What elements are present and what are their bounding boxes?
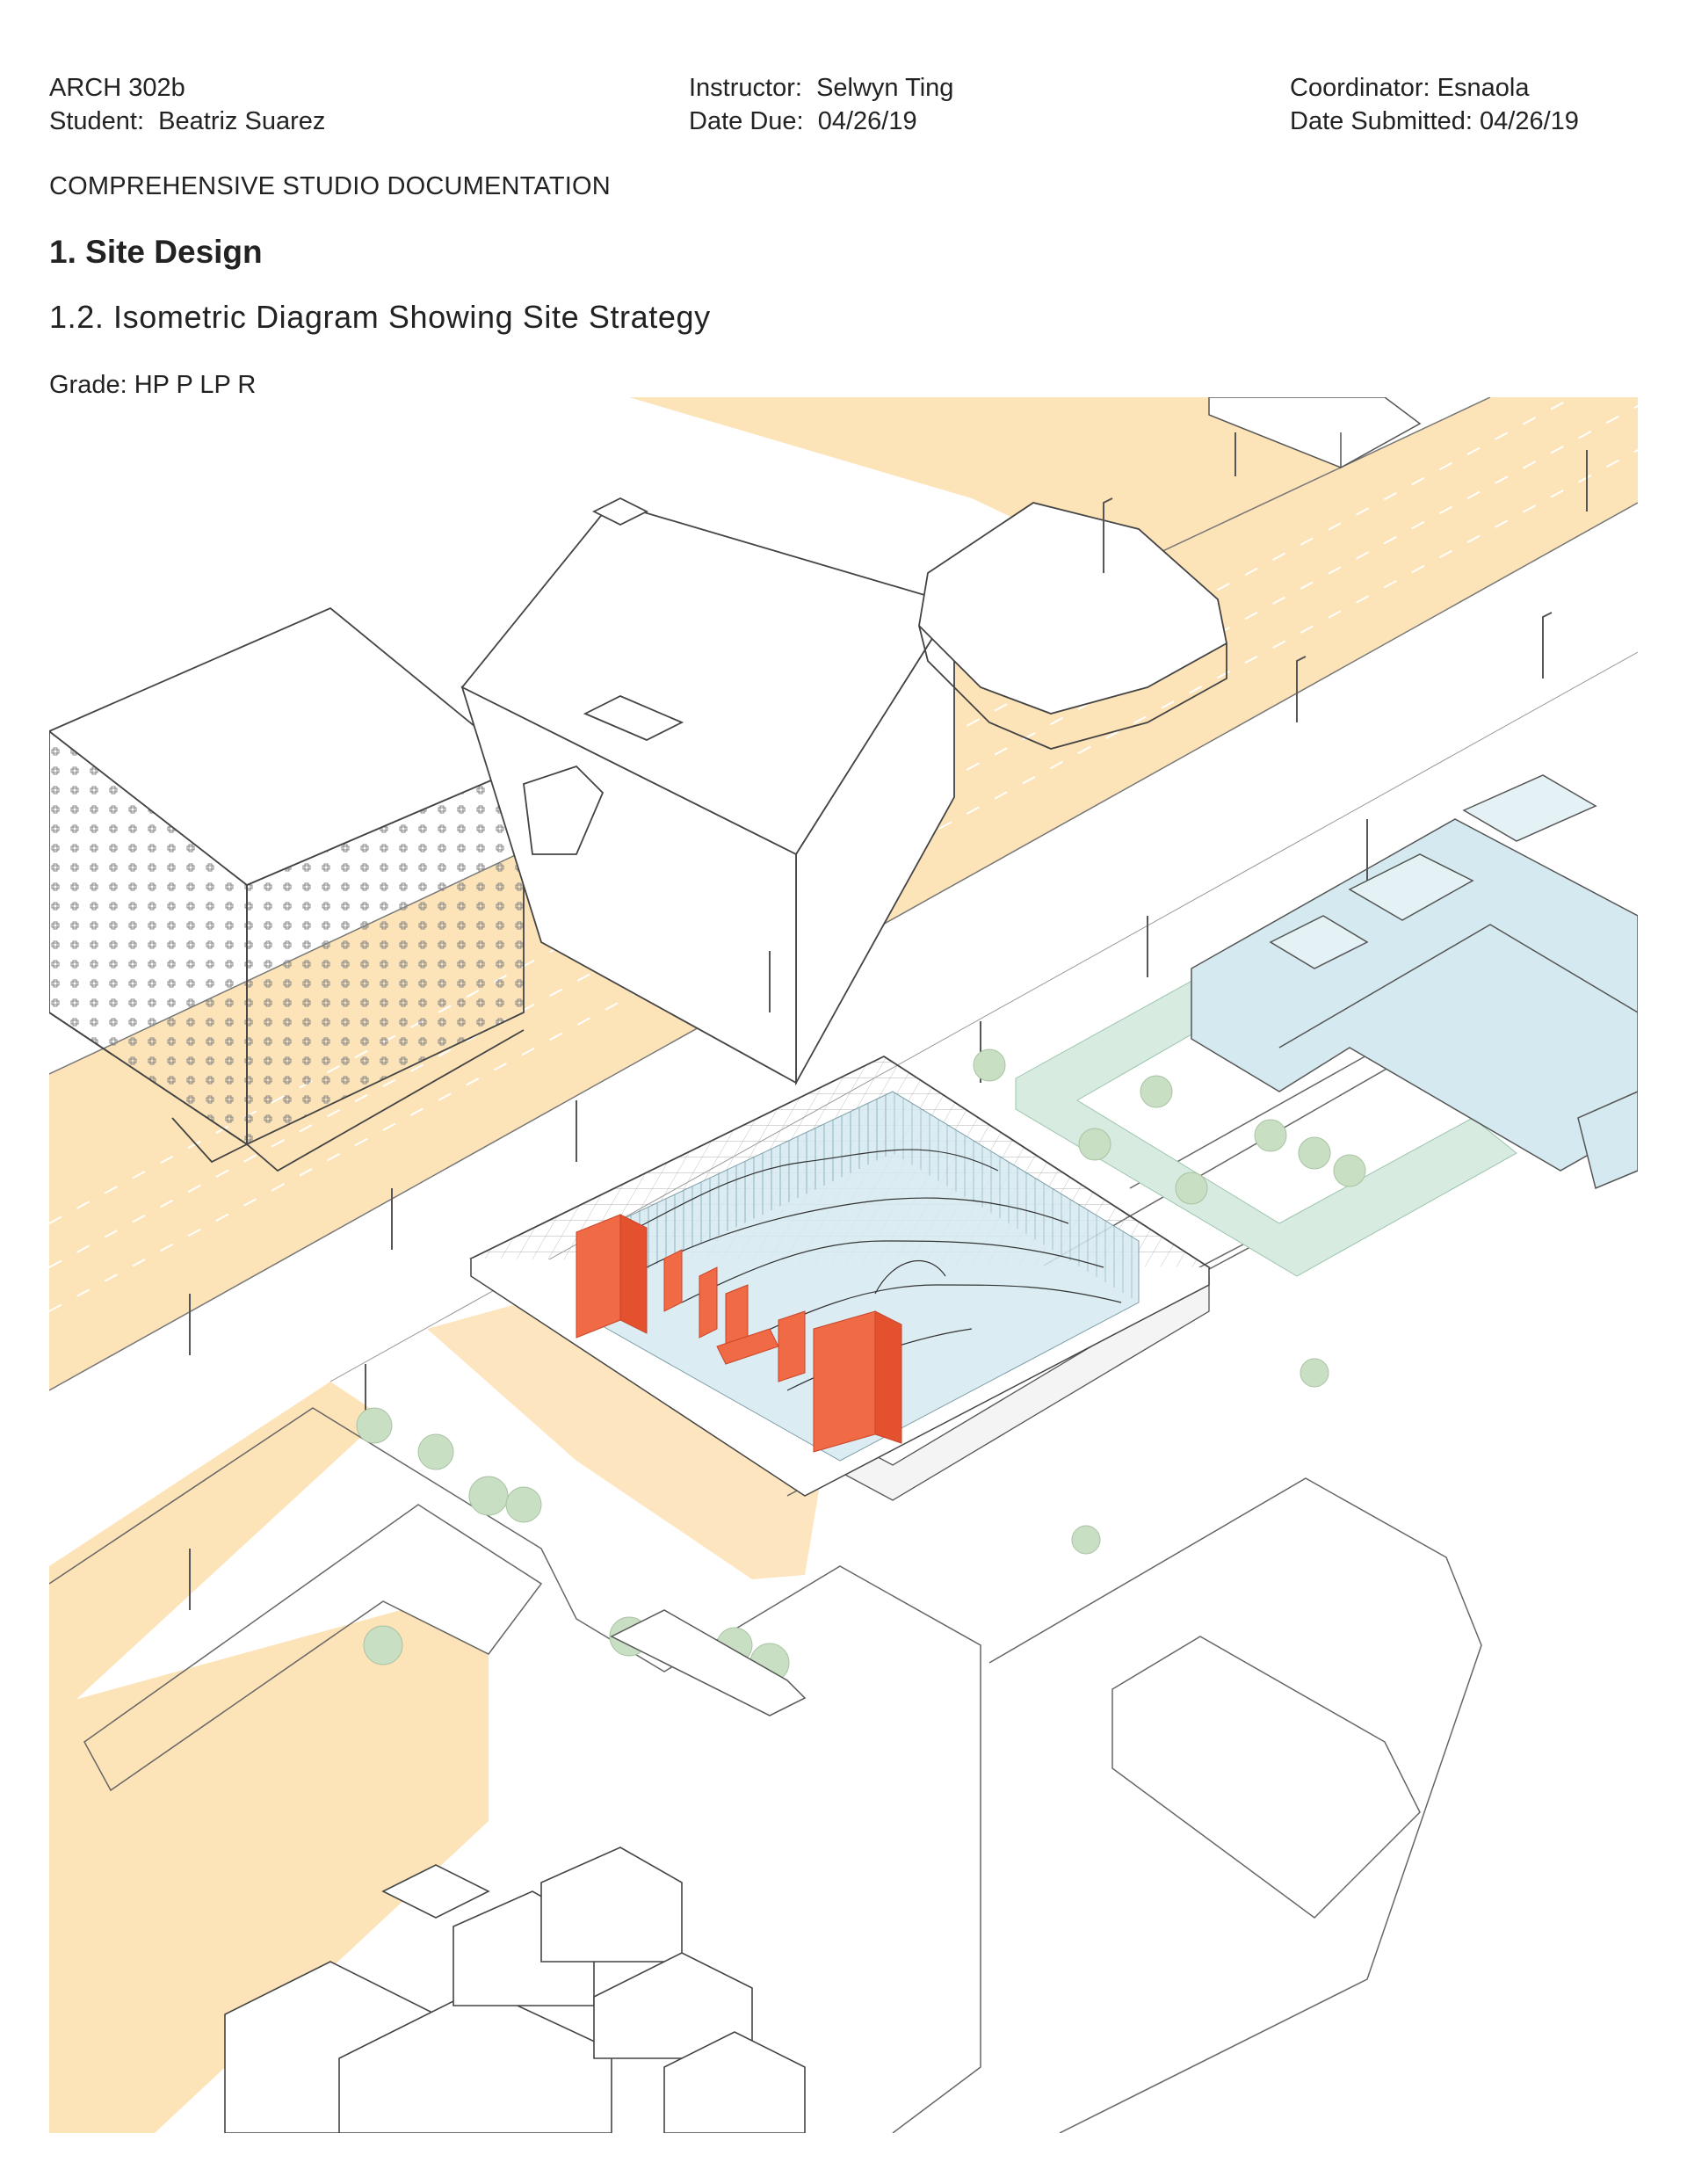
coordinator-label: Coordinator: <box>1290 74 1430 102</box>
left-cross-road <box>49 1382 383 1724</box>
instructor-label: Instructor: <box>689 74 802 102</box>
section-title: 1. Site Design <box>49 234 263 270</box>
octagonal-building <box>918 502 1228 750</box>
trees <box>356 1048 1366 1683</box>
subsection-title: 1.2. Isometric Diagram Showing Site Stra… <box>49 299 711 335</box>
date-due-label: Date Due: <box>689 107 804 135</box>
student-name: Beatriz Suarez <box>158 107 326 135</box>
date-submitted-value: 04/26/19 <box>1480 107 1579 135</box>
date-submitted-line: Date Submitted: 04/26/19 <box>1290 105 1579 137</box>
site-diagram-svg <box>49 397 1638 2133</box>
neighbor-building-blue <box>1191 774 1638 1190</box>
grade-line: Grade: HP P LP R <box>49 371 257 399</box>
proposed-building <box>469 1055 1211 1501</box>
coordinator-name: Esnaola <box>1437 74 1530 102</box>
course-code: ARCH 302b <box>49 74 185 102</box>
date-due-value: 04/26/19 <box>817 107 917 135</box>
red-volume-left <box>576 1214 621 1339</box>
upper-road <box>629 397 1394 573</box>
date-due-line: Date Due: 04/26/19 <box>689 105 917 137</box>
instructor-name: Selwyn Ting <box>816 74 954 102</box>
document-type: COMPREHENSIVE STUDIO DOCUMENTATION <box>49 172 611 200</box>
instructor-line: Instructor: Selwyn Ting <box>689 72 953 104</box>
bottom-buildings <box>224 1847 806 2133</box>
student-label: Student: <box>49 107 145 135</box>
tower-building <box>49 606 525 1172</box>
large-block-building <box>460 497 956 1086</box>
lower-left-road <box>49 1610 489 2133</box>
isometric-site-diagram <box>49 397 1638 2133</box>
street-lamps <box>189 432 1588 1610</box>
student-line: Student: Beatriz Suarez <box>49 105 325 137</box>
kiosk <box>610 1609 807 1716</box>
red-volume-right <box>813 1310 876 1453</box>
date-submitted-label: Date Submitted: <box>1290 107 1473 135</box>
top-right-buildings <box>1208 397 1422 468</box>
coordinator-line: Coordinator: Esnaola <box>1290 72 1529 104</box>
